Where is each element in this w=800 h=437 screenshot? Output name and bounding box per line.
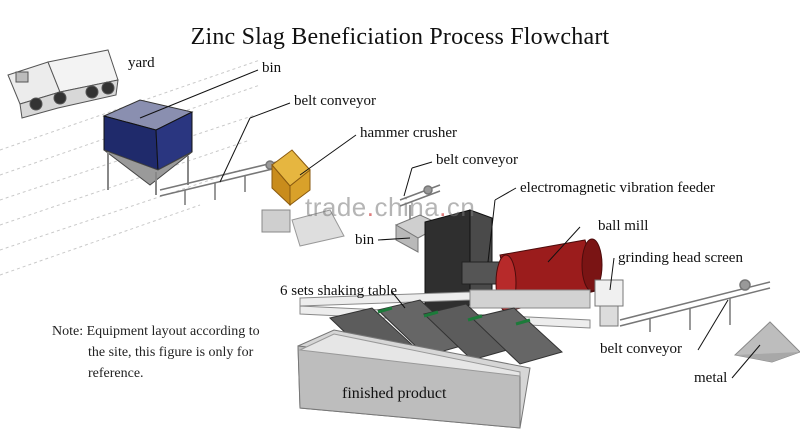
belt-conveyor-2: [399, 184, 441, 235]
label-ball-mill: ball mill: [598, 218, 649, 234]
label-yard: yard: [128, 55, 155, 71]
leader-lines: [139, 69, 761, 379]
note-line-3: reference.: [88, 366, 144, 381]
label-belt-conveyor-3: belt conveyor: [600, 341, 683, 357]
note-line-1: Note: Equipment layout according to: [52, 324, 260, 339]
metal-pile: [733, 321, 800, 363]
watermark: trade.china.cn: [305, 192, 476, 222]
label-metal: metal: [694, 370, 728, 386]
note-line-2: the site, this figure is only for: [88, 345, 254, 360]
ball-mill: [461, 238, 603, 312]
label-belt-conveyor-2: belt conveyor: [436, 152, 519, 168]
label-bin-mid: bin: [355, 232, 375, 248]
label-shaking-table: 6 sets shaking table: [280, 283, 398, 299]
truck: [7, 49, 119, 119]
label-finished-product: finished product: [342, 385, 447, 402]
watermark-part-3: cn: [446, 192, 476, 222]
label-grinding-head-screen: grinding head screen: [618, 250, 743, 266]
label-belt-conveyor-1: belt conveyor: [294, 93, 377, 109]
hammer-crusher: [261, 149, 345, 247]
label-bin-top: bin: [262, 60, 282, 76]
grinding-head-screen: [594, 279, 624, 327]
watermark-part-1: trade: [305, 192, 367, 222]
layout-note: Note: Equipment layout according to the …: [52, 321, 297, 384]
label-hammer-crusher: hammer crusher: [360, 125, 458, 141]
belt-conveyor-1: [159, 159, 286, 205]
label-em-feeder: electromagnetic vibration feeder: [520, 180, 715, 196]
belt-conveyor-3: [619, 279, 771, 332]
page-title: Zinc Slag Beneficiation Process Flowchar…: [190, 24, 610, 50]
finished-product-tank: [297, 329, 531, 429]
watermark-part-2: china: [374, 192, 440, 222]
